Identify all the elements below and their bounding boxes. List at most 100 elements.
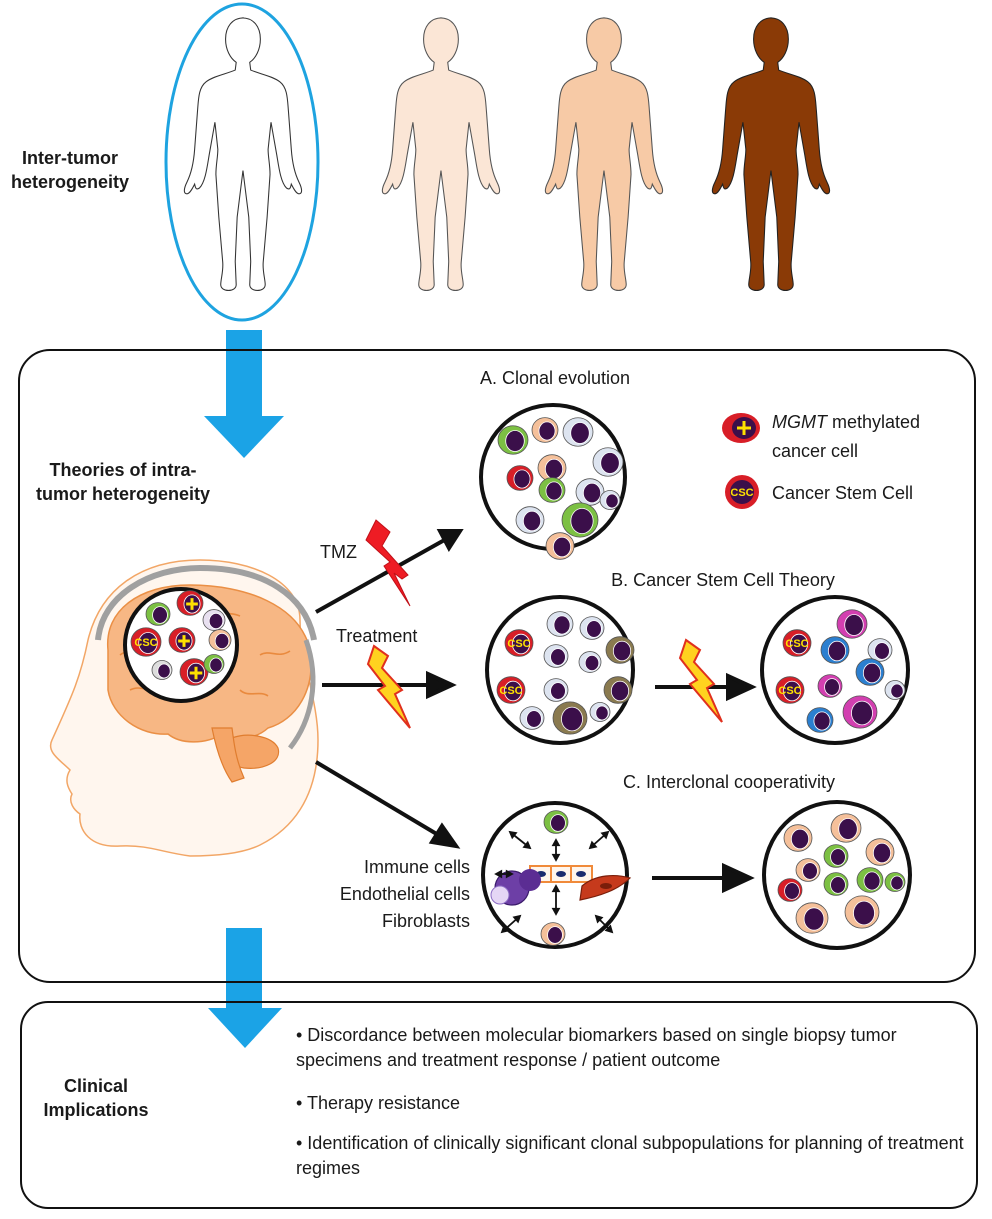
tumor-cell	[145, 602, 171, 626]
panel-c2-cell	[777, 878, 803, 902]
panel-a-cell	[497, 425, 529, 455]
panel-c2-cells	[777, 813, 906, 934]
panel-a-cell	[545, 532, 575, 560]
tumor-cell-mgmt	[176, 590, 204, 616]
legend-csc-icon: CSC	[725, 475, 759, 509]
tumor-cell-mgmt	[168, 627, 196, 653]
human-figure-dark	[711, 17, 831, 292]
tumor-cell-csc: CSC	[130, 627, 162, 657]
panel-a-title: A. Clonal evolution	[479, 368, 631, 388]
panel-a-cell	[561, 502, 599, 538]
panel-c2-cell	[884, 872, 906, 892]
clinical-bullet-2: • Therapy resistance	[296, 1093, 461, 1113]
panel-c-cells	[540, 810, 569, 946]
panel-b-cell	[578, 651, 602, 673]
panel-a-cell	[506, 465, 534, 491]
panel-b2-cells: CSC CSC	[775, 609, 906, 733]
human-figure-medium	[544, 17, 664, 292]
clinical-bullet-3: • Identification of clinically significa…	[296, 1133, 964, 1178]
panel-c2-cell	[856, 867, 884, 893]
panel-b2-cell	[806, 707, 834, 733]
panel-c2-cell	[830, 813, 862, 843]
panel-c-title: C. Interclonal cooperativity	[622, 772, 836, 792]
cooperativity-arrows	[494, 830, 614, 934]
panel-c-cell	[543, 810, 569, 834]
microenv-immune: Immune cells	[363, 857, 470, 877]
panel-b-title: B. Cancer Stem Cell Theory	[611, 570, 835, 590]
panel-b-cell	[543, 644, 569, 668]
csc-text: CSC	[134, 637, 157, 649]
tumor-cell	[203, 654, 225, 674]
panel-b2-circle: CSC CSC	[760, 595, 910, 745]
legend-mgmt-icon	[722, 413, 760, 443]
panel-a-cell	[592, 447, 624, 477]
inter-tumor-figures	[164, 2, 831, 322]
panel-b-circle: CSC CSC	[485, 595, 635, 745]
tumor-cell	[208, 629, 232, 651]
tumor-cells: CSC	[130, 590, 232, 686]
inter-tumor-label: Inter-tumor heterogeneity	[10, 148, 130, 192]
panel-b-csc: CSC	[504, 629, 534, 657]
panel-b-csc: CSC	[496, 676, 526, 704]
microenv-fibroblasts: Fibroblasts	[381, 911, 470, 931]
panel-b-cell	[605, 636, 635, 664]
panel-b-cell	[579, 616, 605, 640]
treatment-label: Treatment	[336, 626, 418, 646]
panel-b-cells: CSC CSC	[496, 611, 635, 735]
csc-text: CSC	[785, 638, 808, 650]
mgmt-italic: MGMT	[772, 412, 827, 432]
panel-b-cell	[603, 676, 633, 704]
panel-b2-cell	[884, 680, 906, 700]
panel-c2-cell	[844, 895, 880, 929]
panel-c-circle	[481, 801, 632, 949]
panel-c-cell	[540, 922, 566, 946]
legend-csc-label: Cancer Stem Cell	[772, 483, 914, 503]
panel-b-cell	[552, 701, 588, 735]
clinical-box	[20, 1001, 978, 1209]
panel-a-cell	[538, 477, 566, 503]
arrow-to-c-head	[428, 822, 461, 849]
human-figure-white	[183, 17, 303, 292]
lightning-yellow-icon	[366, 644, 411, 729]
mgmt-rest: methylated	[826, 412, 921, 432]
panel-a-circle	[479, 403, 627, 560]
arrow-b-next-head	[726, 672, 757, 702]
panel-b2-csc: CSC	[775, 676, 805, 704]
legend-csc-icon-text: CSC	[730, 487, 753, 499]
tumor-cell-mgmt	[179, 658, 209, 686]
panel-a-cell	[537, 454, 567, 482]
lightning-yellow-icon-2	[678, 638, 723, 723]
legend-mgmt-line2: cancer cell	[772, 441, 859, 461]
tumor-cell	[202, 609, 226, 631]
tmz-label: TMZ	[320, 542, 357, 562]
panel-c2-cell	[823, 872, 849, 896]
arrow-c-next-head	[722, 862, 755, 894]
panel-c2-circle	[762, 800, 912, 950]
tumor-cell	[151, 660, 173, 680]
panel-b-cell	[546, 611, 574, 637]
panel-b2-csc: CSC	[782, 629, 812, 657]
csc-text: CSC	[778, 685, 801, 697]
panel-a-cells	[497, 417, 624, 560]
panel-a-cell	[599, 490, 621, 510]
panel-c2-cell	[795, 902, 829, 934]
arrow-to-b-head	[426, 670, 457, 700]
arrow-to-c	[314, 760, 442, 838]
panel-c2-cell	[795, 858, 821, 882]
clinical-title: Clinical Implications	[43, 1076, 149, 1120]
human-figure-light	[381, 17, 501, 292]
lightning-red-icon	[365, 519, 411, 607]
panel-b-cell	[543, 678, 569, 702]
panel-a-cell	[515, 506, 545, 534]
panel-b-cell	[519, 706, 545, 730]
brain-tumor: CSC	[123, 587, 239, 703]
panel-b2-cell	[817, 674, 843, 698]
arrow-to-a	[315, 536, 449, 614]
arrow-to-a-head	[436, 529, 464, 552]
panel-a-cell	[562, 417, 594, 447]
skull-arc-back	[288, 639, 316, 750]
panel-b-cell	[589, 702, 611, 722]
flow-arrows	[314, 529, 757, 894]
blue-arrow-2	[208, 928, 282, 1048]
panel-b2-cell	[855, 658, 885, 686]
